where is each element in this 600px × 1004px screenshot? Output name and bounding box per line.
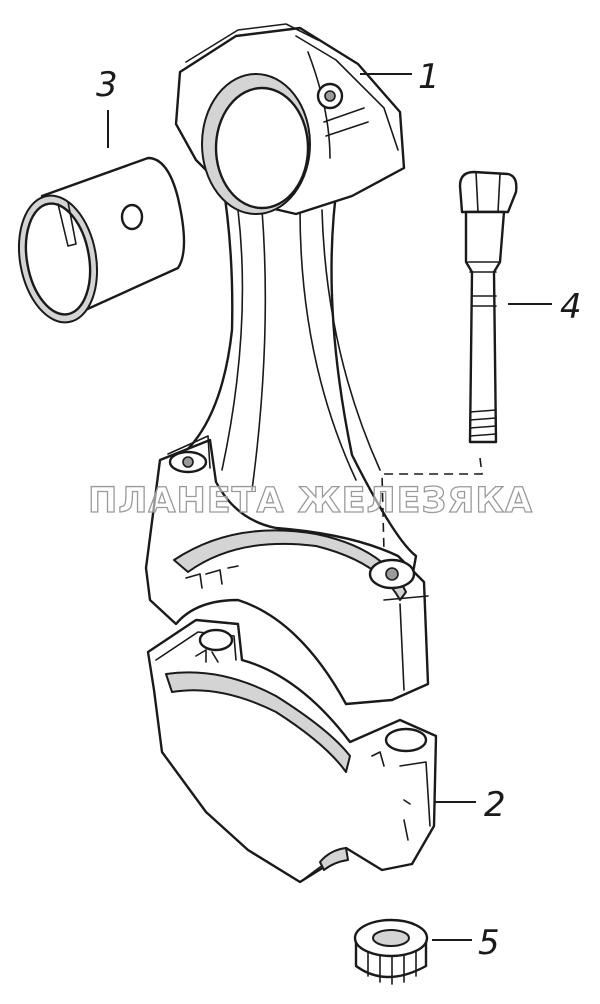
- part-nut: [353, 918, 429, 985]
- assembly-dashed-line: [381, 457, 483, 553]
- callout-label-3: 3: [96, 65, 118, 105]
- callout-label-4: 4: [560, 287, 582, 327]
- part-connecting-rod: [144, 23, 430, 706]
- watermark-text: ПЛАНЕТА ЖЕЛЕЗЯКА: [88, 481, 533, 521]
- callout-label-1: 1: [418, 57, 440, 97]
- part-bolt: [458, 170, 518, 444]
- part-bushing: [17, 156, 186, 324]
- callout-label-5: 5: [478, 923, 500, 963]
- callout-label-2: 2: [484, 785, 506, 825]
- part-bearing-cap: [146, 618, 438, 884]
